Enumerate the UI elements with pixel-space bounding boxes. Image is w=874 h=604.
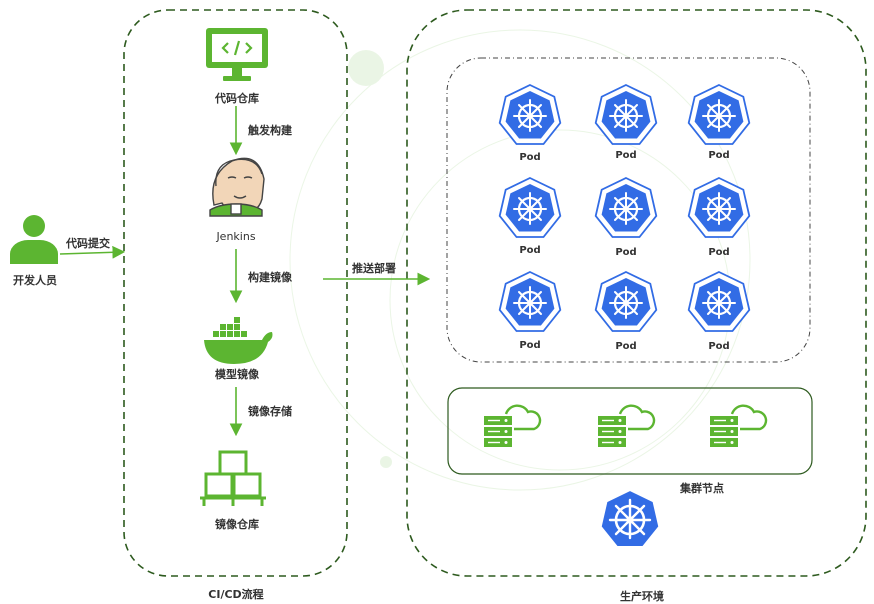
edge-label-code-commit: 代码提交 — [66, 237, 110, 250]
arrow-code-commit — [59, 245, 126, 259]
pod-label: Pod — [708, 150, 730, 161]
pod-icon — [498, 176, 562, 239]
developer-label: 开发人员 — [13, 274, 57, 287]
cicd-boundary — [123, 9, 348, 577]
server-cloud-icon — [596, 404, 656, 449]
jenkins-label: Jenkins — [216, 230, 256, 243]
kubernetes-logo-icon — [599, 488, 661, 549]
code-repo-label: 代码仓库 — [215, 92, 259, 105]
pod-grid — [498, 83, 751, 333]
jenkins-icon — [209, 157, 265, 217]
docker-icon — [204, 317, 273, 364]
pod-label: Pod — [708, 341, 730, 352]
production-title: 生产环境 — [620, 590, 664, 603]
server-cloud-icon — [708, 404, 768, 449]
pod-icon — [594, 270, 658, 333]
edge-label-image-store: 镜像存储 — [248, 405, 292, 418]
pod-label: Pod — [615, 247, 637, 258]
code-monitor-icon — [206, 28, 268, 81]
pod-icon — [687, 176, 751, 239]
pod-icon — [594, 83, 658, 146]
edge-label-trigger-build: 触发构建 — [248, 124, 292, 137]
pod-icon — [687, 83, 751, 146]
pod-label: Pod — [615, 341, 637, 352]
pod-label: Pod — [519, 152, 541, 163]
production-boundary — [406, 9, 867, 577]
image-repo-icon — [200, 450, 266, 506]
server-cloud-icon — [482, 404, 542, 449]
pod-icon — [498, 270, 562, 333]
edge-label-build-image: 构建镜像 — [248, 271, 292, 284]
pod-group-boundary — [446, 57, 811, 363]
cicd-title: CI/CD流程 — [208, 588, 264, 601]
cluster-nodes-label: 集群节点 — [680, 482, 724, 495]
watermark-decoration — [289, 29, 751, 491]
pod-label: Pod — [615, 150, 637, 161]
pod-icon — [594, 176, 658, 239]
pod-label: Pod — [519, 340, 541, 351]
developer-icon — [10, 215, 58, 264]
cluster-nodes-box — [447, 387, 813, 475]
model-image-label: 模型镜像 — [215, 368, 259, 381]
pod-icon — [687, 270, 751, 333]
pod-label: Pod — [708, 247, 730, 258]
image-repo-label: 镜像仓库 — [215, 518, 259, 531]
edge-label-push-deploy: 推送部署 — [352, 262, 396, 275]
pod-label: Pod — [519, 245, 541, 256]
pod-icon — [498, 83, 562, 146]
